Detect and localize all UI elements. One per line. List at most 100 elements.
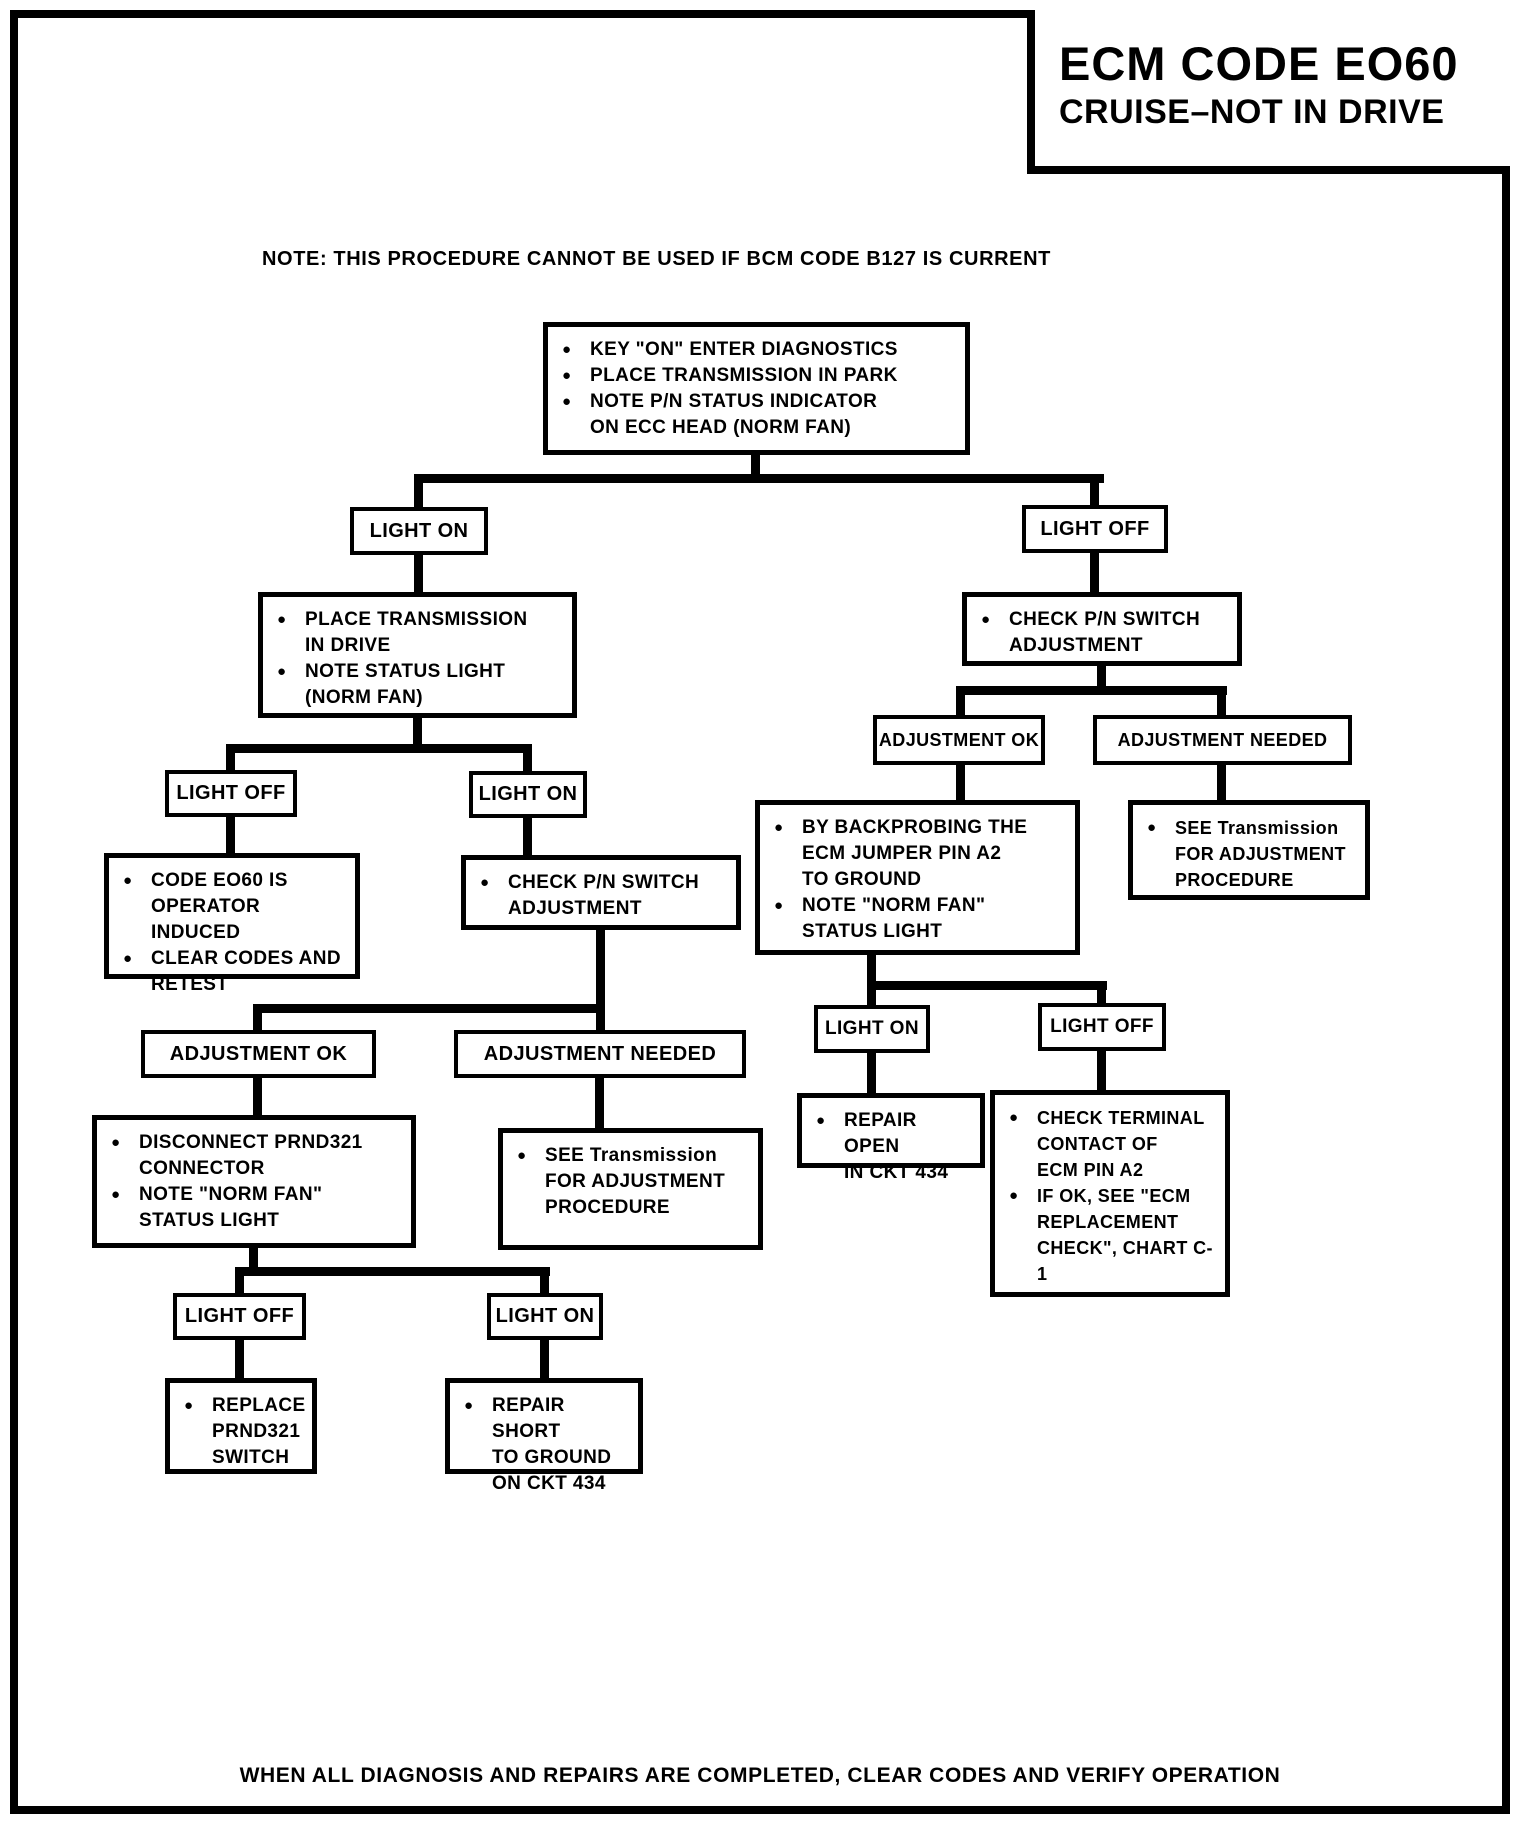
chart-title: ECM CODE EO60 — [1059, 37, 1459, 90]
flow-step-start: ●KEY "ON" ENTER DIAGNOSTICS●PLACE TRANSM… — [543, 322, 970, 455]
flow-label-light-off-2: LIGHT OFF — [165, 770, 297, 817]
connector-line — [1217, 686, 1226, 719]
flow-label-text: LIGHT ON — [478, 783, 578, 805]
bullet-icon: ● — [111, 1186, 121, 1203]
chart-subtitle: CRUISE–NOT IN DRIVE — [1059, 93, 1445, 131]
bullet-icon: ● — [562, 393, 572, 410]
bullet-icon: ● — [464, 1397, 474, 1414]
bullet-icon: ● — [774, 897, 784, 914]
flow-label-text: LIGHT ON — [369, 519, 469, 542]
flow-label-light-on-3: LIGHT ON — [487, 1293, 603, 1340]
bullet-icon: ● — [123, 872, 133, 889]
bullet-item: ●NOTE STATUS LIGHT(NORM FAN) — [277, 661, 506, 708]
page-border — [10, 10, 1510, 1814]
footer-instruction: WHEN ALL DIAGNOSIS AND REPAIRS ARE COMPL… — [239, 1764, 1281, 1787]
connector-line — [523, 814, 532, 859]
bullet-icon: ● — [123, 950, 133, 967]
connector-line — [235, 1336, 244, 1382]
bullet-item: ●KEY "ON" ENTER DIAGNOSTICS — [560, 337, 959, 363]
flow-label-text: ADJUSTMENT NEEDED — [483, 1042, 717, 1065]
flow-label-text: ADJUSTMENT OK — [169, 1042, 348, 1065]
connector-line — [540, 1267, 549, 1297]
flow-label-light-off-1: LIGHT OFF — [1022, 505, 1168, 553]
connector-line — [226, 744, 532, 753]
bullet-icon: ● — [981, 611, 991, 628]
connector-line — [867, 1049, 876, 1097]
bullet-icon: ● — [562, 341, 572, 358]
flow-label-text: LIGHT OFF — [184, 1305, 295, 1327]
flow-label-light-off-3: LIGHT OFF — [173, 1293, 306, 1340]
connector-line — [249, 1244, 258, 1276]
bullet-icon: ● — [562, 367, 572, 384]
connector-line — [253, 1004, 262, 1034]
connector-line — [235, 1267, 244, 1297]
flow-label-adjustment-ok-right: ADJUSTMENT OK — [873, 715, 1045, 765]
connector-line — [596, 926, 605, 1034]
bullet-item: ●PLACE TRANSMISSION IN PARK — [560, 363, 959, 389]
bullet-icon: ● — [1009, 1187, 1019, 1204]
bullet-icon: ● — [774, 819, 784, 836]
flow-label-text: LIGHT OFF — [176, 782, 286, 804]
connector-line — [595, 1074, 604, 1132]
connector-line — [956, 686, 965, 719]
connector-line — [235, 1267, 550, 1276]
flow-label-text: ADJUSTMENT OK — [878, 729, 1040, 750]
flow-label-adjustment-ok-left: ADJUSTMENT OK — [141, 1030, 376, 1078]
flow-label-light-on-4: LIGHT ON — [814, 1005, 930, 1053]
connector-line — [867, 981, 1107, 990]
bullet-icon: ● — [480, 874, 490, 891]
flow-label-adjustment-needed-left: ADJUSTMENT NEEDED — [454, 1030, 746, 1078]
bullet-icon: ● — [816, 1112, 826, 1129]
connector-line — [1097, 981, 1106, 1007]
bullet-icon: ● — [277, 663, 287, 680]
bullet-icon: ● — [277, 611, 287, 628]
connector-line — [414, 474, 1104, 483]
connector-line — [540, 1336, 549, 1382]
connector-line — [1090, 474, 1099, 510]
procedure-note: NOTE: THIS PROCEDURE CANNOT BE USED IF B… — [262, 248, 1051, 270]
flow-label-text: ADJUSTMENT NEEDED — [1117, 729, 1328, 750]
connector-line — [253, 1004, 605, 1013]
connector-line — [956, 761, 965, 804]
connector-line — [1097, 660, 1106, 694]
flow-label-text: LIGHT ON — [825, 1018, 919, 1039]
connector-line — [1097, 1047, 1106, 1094]
chart-title-box: ECM CODE EO60 CRUISE–NOT IN DRIVE — [1027, 10, 1510, 174]
connector-line — [413, 714, 422, 749]
flow-label-light-on-1: LIGHT ON — [350, 507, 488, 555]
connector-line — [523, 744, 532, 775]
bullet-item: ●NOTE "NORM FAN"STATUS LIGHT — [111, 1184, 323, 1231]
flow-label-light-off-4: LIGHT OFF — [1038, 1003, 1166, 1051]
connector-line — [1090, 549, 1099, 596]
bullet-icon: ● — [1009, 1109, 1019, 1126]
bullet-icon: ● — [184, 1397, 194, 1414]
connector-line — [226, 813, 235, 857]
flow-label-adjustment-needed-right: ADJUSTMENT NEEDED — [1093, 715, 1352, 765]
flow-label-text: LIGHT OFF — [1040, 517, 1150, 540]
bullet-icon: ● — [1147, 819, 1157, 836]
